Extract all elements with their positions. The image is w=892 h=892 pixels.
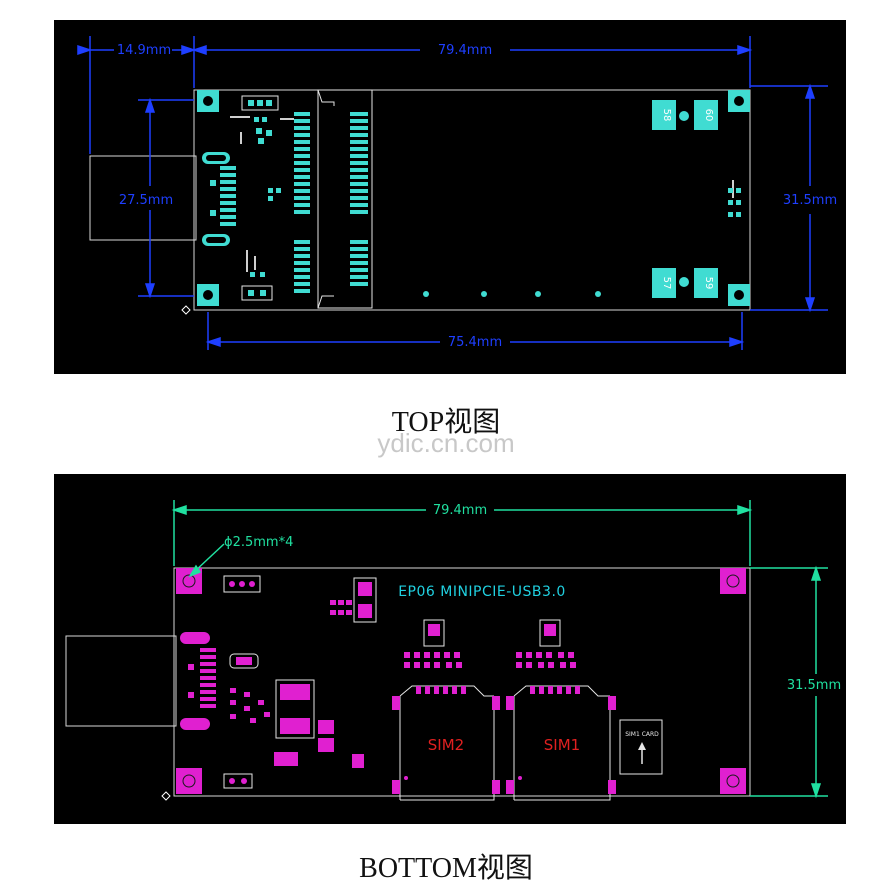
bottom-dimension-labels: 79.4mm 31.5mm ϕ2.5mm*4 (224, 503, 841, 693)
bottom-usb-pads (180, 632, 216, 730)
top-small-components (241, 95, 281, 301)
sim1-label: SIM1 (544, 736, 580, 754)
sim-insert-arrowhead-icon (638, 742, 646, 750)
dim-width-label: 31.5mm (783, 193, 837, 208)
pad-label-60: 60 (703, 109, 714, 122)
sim-card-note: SIM1 CARD (625, 731, 659, 738)
bottom-board-outline (173, 567, 751, 797)
top-view-drawing: 58 60 57 59 (77, 36, 837, 350)
pad-label-58: 58 (661, 109, 672, 122)
top-view-panel: 58 60 57 59 (54, 20, 846, 374)
dim-length-label: 79.4mm (438, 43, 492, 58)
top-minipcie-connector (294, 89, 373, 309)
bottom-sim-slots: SIM2 SIM1 SIM1 CARD (392, 685, 663, 801)
bottom-view-panel: SIM2 SIM1 SIM1 CARD EP06 MINIPCIE-USB3.0 (54, 474, 846, 824)
dim-inner-length-label: 75.4mm (448, 335, 502, 350)
bottom-mounting-pads (176, 568, 746, 794)
top-vias (423, 291, 601, 297)
top-dimension-labels: 14.9mm 79.4mm 27.5mm 31.5mm 75.4mm (117, 43, 837, 350)
bottom-components (223, 575, 576, 789)
hole-note-label: ϕ2.5mm*4 (224, 535, 293, 550)
top-label-pads: 58 60 57 59 (652, 100, 718, 298)
bottom-dim-width-label: 31.5mm (787, 678, 841, 693)
top-view-caption: TOP视图 (391, 407, 501, 438)
top-board-outline (193, 89, 751, 311)
bottom-dimension-lines (171, 500, 828, 799)
bottom-dim-length-label: 79.4mm (433, 503, 487, 518)
top-usb-outline (89, 155, 197, 241)
sim2-label: SIM2 (428, 736, 464, 754)
pad-label-59: 59 (703, 277, 714, 290)
watermark-text: ydic.cn.com (377, 428, 515, 458)
top-usb-pads (202, 152, 236, 246)
bottom-view-drawing: SIM2 SIM1 SIM1 CARD EP06 MINIPCIE-USB3.0 (65, 500, 841, 801)
pad-label-57: 57 (661, 277, 672, 290)
board-title: EP06 MINIPCIE-USB3.0 (398, 584, 566, 600)
dim-offset-label: 14.9mm (117, 43, 171, 58)
top-origin-marker (181, 305, 191, 315)
bottom-usb-outline (65, 635, 177, 727)
top-dimension-lines (77, 36, 828, 350)
bottom-view-caption: BOTTOM视图 (359, 853, 533, 884)
dim-usb-width-label: 27.5mm (119, 193, 173, 208)
top-right-components (728, 188, 741, 217)
top-mounting-pads (197, 90, 750, 306)
bottom-origin-marker (161, 791, 171, 801)
